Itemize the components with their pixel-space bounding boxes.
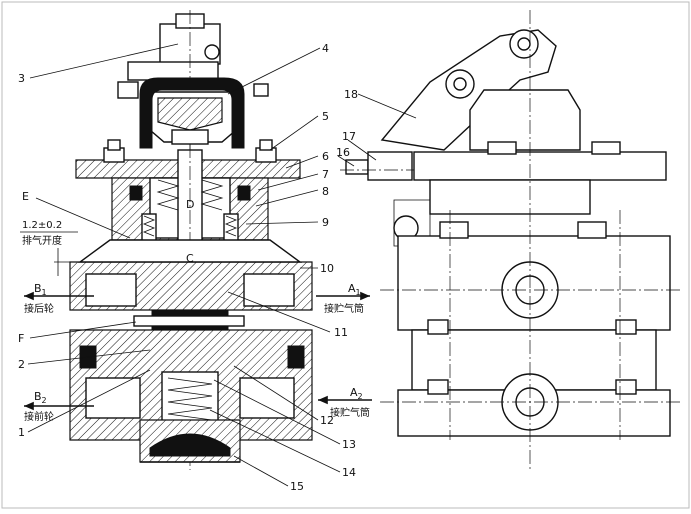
part-label: 5: [322, 110, 329, 123]
port-b2-letter: B2: [34, 390, 47, 405]
exterior-view: [337, 10, 680, 470]
part-label: 6: [322, 150, 329, 163]
port-a2-text: 接贮气筒: [330, 406, 370, 419]
part-label: 7: [322, 168, 329, 181]
dome-cap: [469, 89, 581, 151]
part-label: 14: [342, 466, 356, 479]
top-linkage: [117, 10, 269, 150]
port-b2-text: 接前轮: [24, 410, 54, 423]
part-label: 8: [322, 185, 329, 198]
part-label: 1: [18, 426, 25, 439]
part-label: 3: [18, 72, 25, 85]
lever-arm: [380, 29, 557, 247]
part-label: 11: [334, 326, 348, 339]
part-label: 17: [342, 130, 356, 143]
part-label: 15: [290, 480, 304, 493]
port-b1-text: 接后轮: [24, 302, 54, 315]
main-body: [69, 239, 313, 331]
part-label: 13: [342, 438, 356, 451]
bolt-head: [591, 141, 621, 155]
letter-c-label: C: [186, 252, 194, 265]
port-a1-letter: A1: [348, 282, 361, 297]
part-label: 18: [344, 88, 358, 101]
exhaust-opening-label: 排气开度: [22, 234, 62, 247]
part-label: 2: [18, 358, 25, 371]
part-label: 10: [320, 262, 334, 275]
part-label: 9: [322, 216, 329, 229]
dimension-marker: [20, 231, 124, 276]
letter-d-label: D: [186, 198, 194, 211]
part-label: 12: [320, 414, 334, 427]
port-a1-text: 接贮气筒: [324, 302, 364, 315]
bottom-cap: [139, 419, 241, 463]
adjuster-screw: [340, 151, 414, 181]
port-b1-letter: B1: [34, 282, 47, 297]
dimension-value: 1.2±0.2: [22, 220, 62, 231]
bolt-head: [487, 141, 517, 155]
labels: 3 4 5 6 7 8 9 10 11 12 13 14 15 2 1 16 1…: [18, 42, 370, 493]
part-label: 16: [336, 146, 350, 159]
port-a2-letter: A2: [350, 386, 363, 401]
letter-f-label: F: [18, 332, 24, 345]
section-view: [20, 10, 372, 487]
part-label: 4: [322, 42, 329, 55]
flange-plate: [413, 151, 667, 181]
leader-lines-left: [27, 43, 341, 487]
upper-housing: [429, 179, 591, 215]
letter-e-label: E: [22, 190, 29, 203]
leader-lines-right: [337, 93, 417, 167]
